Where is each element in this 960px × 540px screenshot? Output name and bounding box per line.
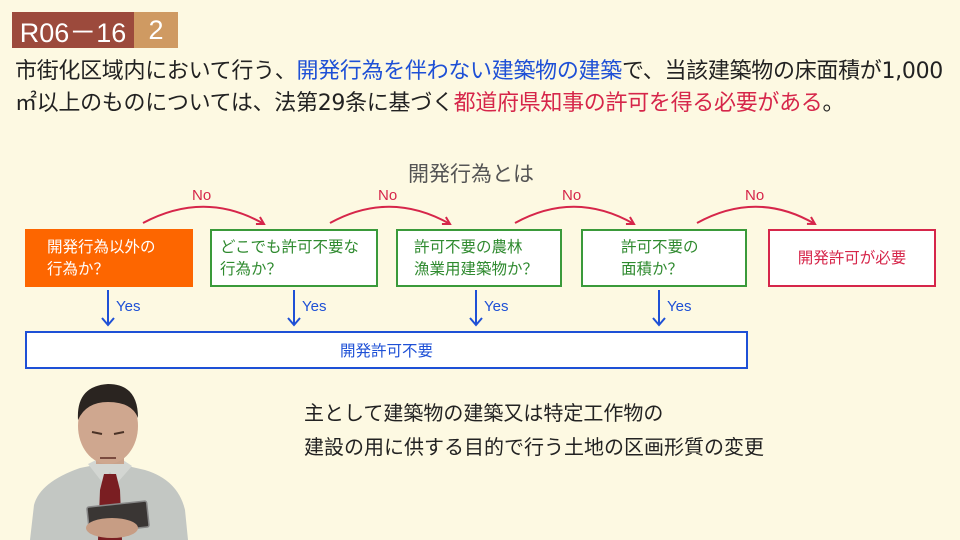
no-arrow-1 bbox=[142, 205, 264, 224]
development-definition: 主として建築物の建築又は特定工作物の 建設の用に供する目的で行う土地の区画形質の… bbox=[304, 396, 764, 464]
no-label-1: No bbox=[192, 187, 212, 204]
flow-step-line: 行為か？ bbox=[47, 260, 110, 278]
yes-arrow-3 bbox=[469, 290, 483, 327]
yes-label-2: Yes bbox=[302, 298, 327, 315]
flow-step-line: 漁業用建築物か？ bbox=[414, 260, 539, 278]
question-segment: 市街化区域内において行う、 bbox=[15, 59, 297, 84]
yes-label-3: Yes bbox=[484, 298, 509, 315]
question-segment-highlight-blue: 開発行為を伴わない建築物の建築 bbox=[296, 59, 622, 84]
flow-step-line: 行為か？ bbox=[220, 260, 283, 278]
flow-result-permit-not-required: 開発許可不要 bbox=[25, 331, 748, 369]
flow-step-line: 面積か？ bbox=[621, 260, 684, 278]
definition-line-1: 主として建築物の建築又は特定工作物の bbox=[304, 401, 664, 425]
flow-result-text: 開発許可が必要 bbox=[797, 249, 907, 267]
no-arrow-4 bbox=[696, 205, 815, 224]
no-label-4: No bbox=[745, 187, 765, 204]
flow-step-line: どこでも許可不要な bbox=[220, 238, 360, 256]
flow-step-line: 開発行為以外の bbox=[47, 238, 156, 256]
yes-label-1: Yes bbox=[116, 298, 141, 315]
question-text: 市街化区域内において行う、開発行為を伴わない建築物の建築で、当該建築物の床面積が… bbox=[15, 56, 950, 120]
flow-step-non-development: 開発行為以外の 行為か？ bbox=[25, 229, 193, 287]
yes-label-4: Yes bbox=[667, 298, 692, 315]
definition-line-2: 建設の用に供する目的で行う土地の区画形質の変更 bbox=[304, 435, 764, 459]
yes-arrow-4 bbox=[652, 290, 666, 327]
yes-arrow-1 bbox=[101, 290, 115, 327]
no-arrow-3 bbox=[514, 205, 634, 224]
flow-result-text: 開発許可不要 bbox=[339, 342, 433, 360]
flowchart-title: 開発行為とは bbox=[408, 162, 534, 186]
question-segment-highlight-red: 都道府県知事の許可を得る必要がある bbox=[453, 91, 823, 116]
question-segment: で、当該建築物の床面積が1,000㎡以上のものについては、法第29条に基づく bbox=[15, 59, 943, 116]
question-segment: 。 bbox=[822, 91, 845, 116]
flow-step-line: 許可不要の農林 bbox=[414, 238, 523, 256]
no-label-2: No bbox=[378, 187, 398, 204]
option-number-badge: 2 bbox=[134, 12, 178, 48]
no-arrow-2 bbox=[329, 205, 450, 224]
yes-arrow-2 bbox=[287, 290, 301, 327]
flow-step-agricultural-building: 許可不要の農林 漁業用建築物か？ bbox=[396, 229, 562, 287]
flow-step-exempt-anywhere: どこでも許可不要な 行為か？ bbox=[210, 229, 378, 287]
no-label-3: No bbox=[562, 187, 582, 204]
flow-step-exempt-area: 許可不要の 面積か？ bbox=[581, 229, 747, 287]
question-code-badge: R06－16 bbox=[12, 12, 134, 48]
presenter-video-icon bbox=[30, 384, 188, 540]
flow-step-line: 許可不要の bbox=[621, 238, 699, 256]
flow-result-permit-required: 開発許可が必要 bbox=[768, 229, 936, 287]
